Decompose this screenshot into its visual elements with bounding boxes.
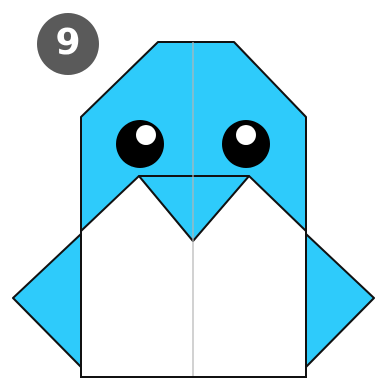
left-flipper (13, 234, 81, 367)
left-eye (116, 120, 164, 168)
right-flipper (306, 234, 374, 367)
right-eye (222, 120, 270, 168)
